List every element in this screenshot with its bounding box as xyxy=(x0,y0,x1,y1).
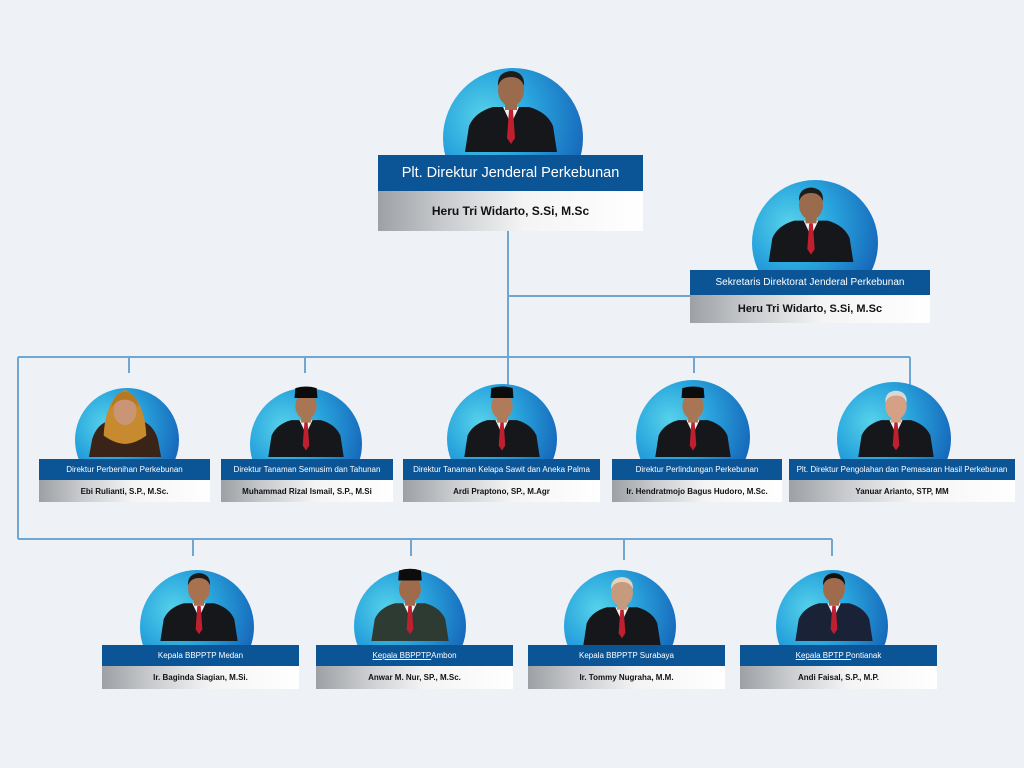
portrait-face xyxy=(885,393,907,420)
portrait-unit-head xyxy=(583,576,661,645)
director-general-card: Plt. Direktur Jenderal Perkebunan Heru T… xyxy=(378,48,643,232)
portrait-face xyxy=(113,397,137,426)
director-name: Ardi Praptono, SP., M.Agr xyxy=(403,480,600,502)
director-name: Yanuar Arianto, STP, MM xyxy=(789,480,1015,502)
portrait-peci xyxy=(294,386,318,398)
director-card: Plt. Direktur Pengolahan dan Pemasaran H… xyxy=(789,372,1015,504)
unit-head-title-suffix: Ambon xyxy=(431,651,457,660)
unit-head-name: Anwar M. Nur, SP., M.Sc. xyxy=(316,666,513,689)
portrait-hair xyxy=(497,71,525,86)
portrait-director xyxy=(268,386,344,457)
portrait-peci xyxy=(398,568,422,581)
director-card: Direktur Tanaman Semusim dan Tahunan Muh… xyxy=(221,372,393,504)
portrait-director xyxy=(858,390,934,457)
unit-head-title: Kepala BBPPTP Ambon xyxy=(316,645,513,666)
unit-head-title-suffix: ontianak xyxy=(851,651,882,660)
portrait-tie xyxy=(830,605,838,635)
portrait-director xyxy=(464,386,540,457)
portrait-unit-head xyxy=(160,572,238,641)
unit-head-title-link[interactable]: Kepala BPTP P xyxy=(795,651,852,660)
portrait-hair xyxy=(885,390,907,403)
secretary-name: Heru Tri Widarto, S.Si, M.Sc xyxy=(690,295,930,323)
director-name: Ir. Hendratmojo Bagus Hudoro, M.Sc. xyxy=(612,480,782,502)
director-card: Direktur Perbenihan Perkebunan Ebi Rulia… xyxy=(39,372,210,504)
portrait-face xyxy=(611,579,633,607)
unit-head-title: Kepala BBPPTP Medan xyxy=(102,645,299,666)
director-card: Direktur Tanaman Kelapa Sawit dan Aneka … xyxy=(403,372,600,504)
portrait-face xyxy=(295,393,317,420)
portrait-unit-head xyxy=(371,568,449,641)
director-title: Direktur Perbenihan Perkebunan xyxy=(39,459,210,480)
portrait-hair xyxy=(188,572,210,586)
director-title: Direktur Tanaman Kelapa Sawit dan Aneka … xyxy=(403,459,600,480)
portrait-director xyxy=(88,389,162,457)
portrait-tie xyxy=(302,422,310,451)
portrait-face xyxy=(823,575,845,603)
portrait-tie xyxy=(892,422,900,451)
portrait-peci xyxy=(681,386,705,398)
portrait-face xyxy=(188,575,210,603)
portrait-face xyxy=(491,393,513,420)
unit-head-name: Andi Faisal, S.P., M.P. xyxy=(740,666,937,689)
portrait-hijab-band xyxy=(111,391,139,408)
unit-head-card: Kepala BBPPTP Medan Ir. Baginda Siagian,… xyxy=(102,552,299,689)
director-general-title: Plt. Direktur Jenderal Perkebunan xyxy=(378,155,643,191)
unit-head-title-link[interactable]: Kepala BBPPTP xyxy=(372,651,432,660)
portrait-director-general xyxy=(465,71,557,152)
secretary-card: Sekretaris Direktorat Jenderal Perkebuna… xyxy=(690,162,930,323)
portrait-hair xyxy=(823,572,845,586)
unit-head-card: Kepala BBPPTP Ambon Anwar M. Nur, SP., M… xyxy=(316,552,513,689)
director-title: Plt. Direktur Pengolahan dan Pemasaran H… xyxy=(789,459,1015,480)
director-name: Ebi Rulianti, S.P., M.Sc. xyxy=(39,480,210,502)
secretary-title: Sekretaris Direktorat Jenderal Perkebuna… xyxy=(690,270,930,295)
portrait-hair xyxy=(611,576,633,590)
portrait-face xyxy=(498,74,524,106)
portrait-tie xyxy=(807,223,815,255)
director-name: Muhammad Rizal Ismail, S.P., M.Si xyxy=(221,480,393,502)
director-title: Direktur Tanaman Semusim dan Tahunan xyxy=(221,459,393,480)
portrait-peci xyxy=(490,386,514,398)
director-title: Direktur Perlindungan Perkebunan xyxy=(612,459,782,480)
portrait-hair xyxy=(798,187,824,202)
portrait-tie xyxy=(618,609,626,639)
unit-head-card: Kepala BBPPTP Surabaya Ir. Tommy Nugraha… xyxy=(528,552,725,689)
portrait-tie xyxy=(689,422,697,451)
portrait-director xyxy=(655,386,731,457)
director-card: Direktur Perlindungan Perkebunan Ir. Hen… xyxy=(612,372,782,504)
portrait-tie xyxy=(406,605,414,635)
director-general-name: Heru Tri Widarto, S.Si, M.Sc xyxy=(378,191,643,231)
portrait-tie xyxy=(498,422,506,451)
portrait-face xyxy=(399,575,421,603)
unit-head-title: Kepala BBPPTP Surabaya xyxy=(528,645,725,666)
unit-head-name: Ir. Baginda Siagian, M.Si. xyxy=(102,666,299,689)
portrait-face xyxy=(682,393,704,420)
portrait-secretary xyxy=(768,187,854,262)
portrait-face xyxy=(799,190,823,220)
unit-head-name: Ir. Tommy Nugraha, M.M. xyxy=(528,666,725,689)
portrait-tie xyxy=(507,110,515,144)
portrait-tie xyxy=(195,605,203,635)
portrait-unit-head xyxy=(795,572,873,641)
